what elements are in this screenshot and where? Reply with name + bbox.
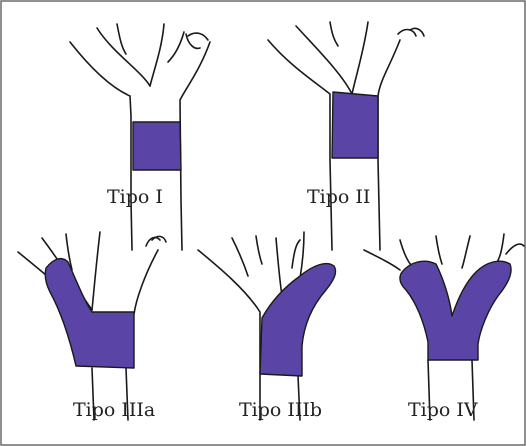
label-tipo-iv: Tipo IV <box>408 399 478 421</box>
label-tipo-iiia: Tipo IIIa <box>73 399 155 421</box>
label-tipo-iiib: Tipo IIIb <box>239 399 322 421</box>
stricture-tipo-i <box>133 122 181 170</box>
stricture-tipo-ii <box>332 92 378 158</box>
label-tipo-ii: Tipo II <box>307 186 370 208</box>
label-tipo-i: Tipo I <box>107 186 163 208</box>
